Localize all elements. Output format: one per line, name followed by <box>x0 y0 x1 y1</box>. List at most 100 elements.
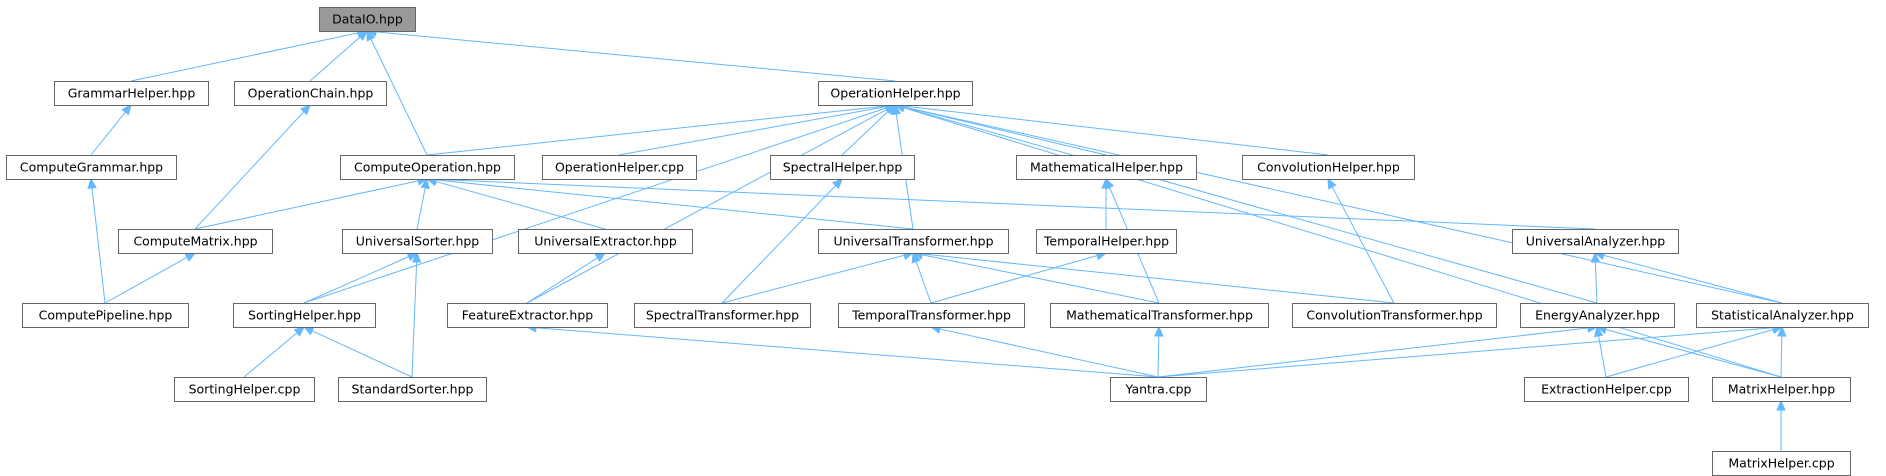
node-label: UniversalSorter.hpp <box>356 234 480 249</box>
node-label: ComputeMatrix.hpp <box>133 234 257 249</box>
edge-extractionhelper-to-statisticalanalyzer <box>1605 328 1774 378</box>
edge-convolutionhelper-to-operationhelper <box>903 105 1329 156</box>
edge-operationhelper-to-dataio <box>375 31 896 82</box>
node-spectralhelper[interactable]: SpectralHelper.hpp <box>770 155 915 180</box>
node-label: ExtractionHelper.cpp <box>1541 382 1672 397</box>
node-operationchain[interactable]: OperationChain.hpp <box>234 81 387 106</box>
node-spectraltransformer[interactable]: SpectralTransformer.hpp <box>634 303 811 328</box>
node-label: MathematicalHelper.hpp <box>1030 160 1183 175</box>
node-computepipeline[interactable]: ComputePipeline.hpp <box>22 303 189 328</box>
node-box[interactable] <box>1050 303 1269 328</box>
node-box[interactable] <box>234 81 387 106</box>
node-matrixhelpercpp[interactable]: MatrixHelper.cpp <box>1712 451 1851 476</box>
node-label: MathematicalTransformer.hpp <box>1066 308 1253 323</box>
edge-universalanalyzer-to-computeoperation <box>435 178 1596 230</box>
node-box[interactable] <box>838 303 1025 328</box>
edge-arrowhead <box>87 177 97 189</box>
edge-yantra-to-statisticalanalyzer <box>1157 327 1774 378</box>
edge-spectralhelper-to-operationhelper <box>841 110 889 156</box>
edge-extractionhelper-to-energyanalyzer <box>1598 335 1607 378</box>
node-box[interactable] <box>340 155 515 180</box>
node-box[interactable] <box>174 377 315 402</box>
node-operationhelper[interactable]: OperationHelper.hpp <box>818 81 973 106</box>
node-box[interactable] <box>1110 377 1207 402</box>
node-box[interactable] <box>1712 451 1851 476</box>
node-sortinghelpercpp[interactable]: SortingHelper.cpp <box>174 377 315 402</box>
node-computegrammar[interactable]: ComputeGrammar.hpp <box>6 155 177 180</box>
node-box[interactable] <box>1520 303 1675 328</box>
edge-sortinghelper-to-universalsorter <box>303 256 409 304</box>
edge-temporaltransformer-to-temporalhelper <box>930 254 1098 304</box>
node-standardsorter[interactable]: StandardSorter.hpp <box>338 377 487 402</box>
node-energyanalyzer[interactable]: EnergyAnalyzer.hpp <box>1520 303 1675 328</box>
node-matrixhelper[interactable]: MatrixHelper.hpp <box>1712 377 1851 402</box>
node-computeoperation[interactable]: ComputeOperation.hpp <box>340 155 515 180</box>
node-box[interactable] <box>1696 303 1869 328</box>
node-label: GrammarHelper.hpp <box>68 86 196 101</box>
edge-arrowhead <box>366 29 376 42</box>
node-box[interactable] <box>1712 377 1851 402</box>
node-box[interactable] <box>1292 303 1497 328</box>
node-universalextractor[interactable]: UniversalExtractor.hpp <box>518 229 693 254</box>
edge-convolutiontransformer-to-convolutionhelper <box>1331 186 1395 304</box>
node-box[interactable] <box>233 303 376 328</box>
edge-standardsorter-to-sortinghelper <box>311 330 413 378</box>
node-box[interactable] <box>338 377 487 402</box>
edge-computepipeline-to-computematrix <box>104 256 188 304</box>
node-yantra[interactable]: Yantra.cpp <box>1110 377 1207 402</box>
node-box[interactable] <box>634 303 811 328</box>
node-convolutionhelper[interactable]: ConvolutionHelper.hpp <box>1242 155 1415 180</box>
edge-arrowhead <box>121 104 132 116</box>
node-universalanalyzer[interactable]: UniversalAnalyzer.hpp <box>1512 229 1679 254</box>
node-box[interactable] <box>447 303 608 328</box>
node-box[interactable] <box>118 229 273 254</box>
node-universalsorter[interactable]: UniversalSorter.hpp <box>342 229 493 254</box>
node-label: UniversalAnalyzer.hpp <box>1526 234 1665 249</box>
edge-spectraltransformer-to-universaltransformer <box>721 254 905 304</box>
edge-featureextractor-to-universalextractor <box>526 257 598 304</box>
node-box[interactable] <box>818 81 973 106</box>
node-box[interactable] <box>54 81 209 106</box>
node-box[interactable] <box>342 229 493 254</box>
node-box[interactable] <box>1036 229 1177 254</box>
node-box[interactable] <box>319 7 416 32</box>
node-mathematicalhelper[interactable]: MathematicalHelper.hpp <box>1016 155 1197 180</box>
node-box[interactable] <box>542 155 697 180</box>
node-box[interactable] <box>1016 155 1197 180</box>
edge-operationchain-to-dataio <box>309 36 361 82</box>
node-box[interactable] <box>770 155 915 180</box>
node-box[interactable] <box>818 229 1009 254</box>
node-grammarhelper[interactable]: GrammarHelper.hpp <box>54 81 209 106</box>
node-label: OperationChain.hpp <box>248 86 374 101</box>
edge-universalextractor-to-computeoperation <box>435 180 606 230</box>
node-box[interactable] <box>518 229 693 254</box>
edge-statisticalanalyzer-to-operationhelper <box>903 106 1783 304</box>
node-featureextractor[interactable]: FeatureExtractor.hpp <box>447 303 608 328</box>
edge-computepipeline-to-computegrammar <box>91 187 106 304</box>
node-universaltransformer[interactable]: UniversalTransformer.hpp <box>818 229 1009 254</box>
node-statisticalanalyzer[interactable]: StatisticalAnalyzer.hpp <box>1696 303 1869 328</box>
node-box[interactable] <box>1524 377 1689 402</box>
node-label: ComputePipeline.hpp <box>39 308 173 323</box>
edge-matrixhelper-to-operationhelper <box>903 107 1782 378</box>
edge-universaltransformer-to-computeoperation <box>435 179 914 230</box>
node-dataio[interactable]: DataIO.hpp <box>319 7 416 32</box>
node-convolutiontransformer[interactable]: ConvolutionTransformer.hpp <box>1292 303 1497 328</box>
edge-matrixhelper-to-statisticalanalyzer <box>1780 335 1783 378</box>
node-box[interactable] <box>6 155 177 180</box>
node-temporaltransformer[interactable]: TemporalTransformer.hpp <box>838 303 1025 328</box>
node-computematrix[interactable]: ComputeMatrix.hpp <box>118 229 273 254</box>
node-box[interactable] <box>22 303 189 328</box>
edge-mathematicalhelper-to-operationhelper <box>903 106 1107 156</box>
edge-yantra-to-mathematicaltransformer <box>1157 335 1160 378</box>
node-temporalhelper[interactable]: TemporalHelper.hpp <box>1036 229 1177 254</box>
node-operationhelpercpp[interactable]: OperationHelper.cpp <box>542 155 697 180</box>
node-extractionhelper[interactable]: ExtractionHelper.cpp <box>1524 377 1689 402</box>
node-label: ConvolutionHelper.hpp <box>1257 160 1400 175</box>
node-mathematicaltransformer[interactable]: MathematicalTransformer.hpp <box>1050 303 1269 328</box>
node-box[interactable] <box>1512 229 1679 254</box>
node-label: EnergyAnalyzer.hpp <box>1535 308 1660 323</box>
node-box[interactable] <box>1242 155 1415 180</box>
node-sortinghelper[interactable]: SortingHelper.hpp <box>233 303 376 328</box>
edge-arrowhead <box>1777 325 1787 337</box>
